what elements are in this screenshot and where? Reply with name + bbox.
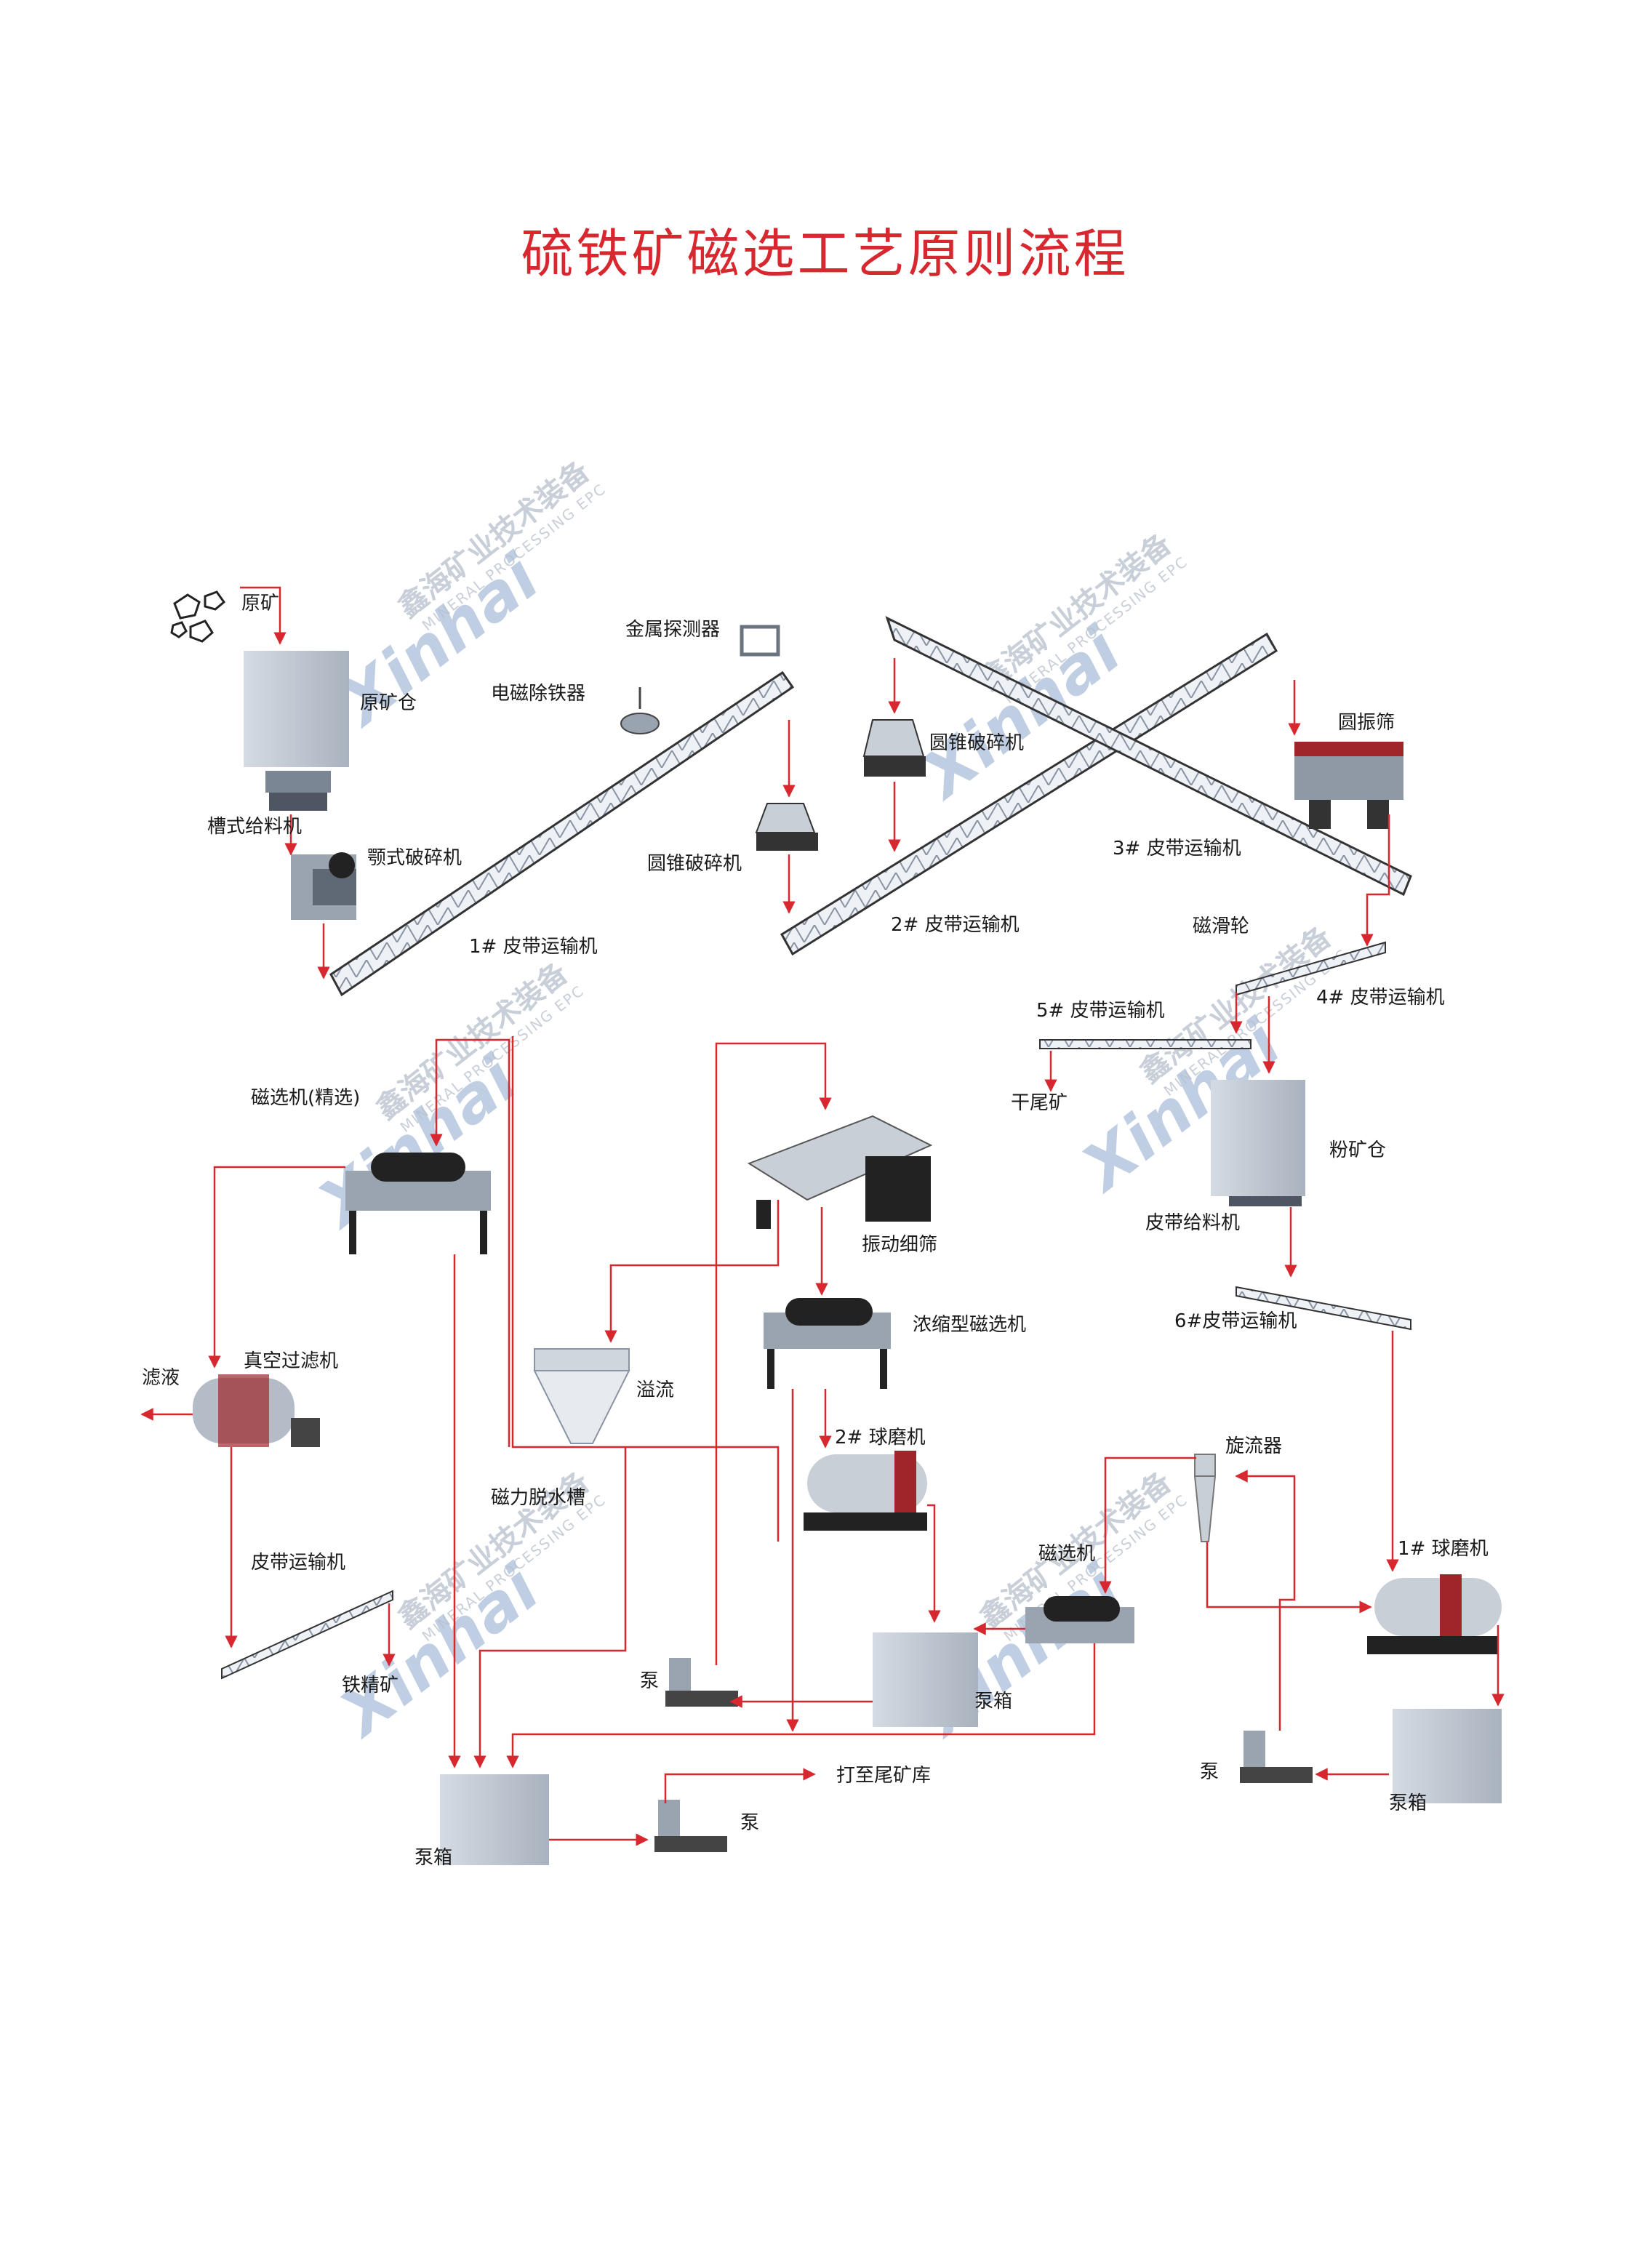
label-pump-b: 泵: [1200, 1761, 1219, 1783]
cyclone: [1193, 1454, 1217, 1542]
pump-a: [665, 1658, 738, 1707]
pump-box-a: [873, 1632, 978, 1727]
cone-crusher-2: [862, 719, 926, 777]
conveyor-1: [329, 670, 795, 997]
label-magnetic-pulley: 磁滑轮: [1193, 915, 1249, 937]
vibrating-fine-screen: [747, 1115, 933, 1229]
flow-lines: [140, 586, 1505, 1846]
label-belt-feeder: 皮带给料机: [1145, 1212, 1240, 1234]
label-pump-c: 泵: [740, 1812, 759, 1834]
label-electromagnetic-separator: 电磁除铁器: [491, 683, 585, 705]
label-cyclone: 旋流器: [1225, 1435, 1282, 1457]
label-pump-box-a: 泵箱: [974, 1691, 1012, 1712]
label-metal-detector: 金属探测器: [625, 619, 720, 641]
label-dry-tailings: 干尾矿: [1011, 1092, 1068, 1114]
label-thickening-magnetic-separator: 浓缩型磁选机: [913, 1314, 1026, 1336]
label-conveyor-3: 3# 皮带运输机: [1113, 838, 1241, 859]
label-magnetic-dewatering-tank: 磁力脱水槽: [491, 1487, 585, 1509]
label-powder-bin: 粉矿仓: [1329, 1139, 1386, 1161]
thickening-magnetic-separator: [764, 1298, 891, 1389]
label-conveyor-2: 2# 皮带运输机: [891, 914, 1020, 936]
label-filtrate: 滤液: [142, 1367, 180, 1389]
conveyor-6: [1236, 1286, 1411, 1331]
label-conveyor-4: 4# 皮带运输机: [1316, 987, 1445, 1009]
label-conveyor-6: 6#皮带运输机: [1174, 1310, 1297, 1332]
watermark-1: Xinhai 鑫海矿业技术装备 MINERAL PROCESSING EPC: [324, 454, 609, 742]
label-ball-mill-2: 2# 球磨机: [835, 1427, 926, 1448]
label-magnetic-separator-cleaning: 磁选机(精选): [251, 1087, 360, 1109]
powder-bin: [1211, 1080, 1305, 1196]
pump-box-c: [440, 1774, 549, 1865]
magnetic-separator: [1025, 1596, 1134, 1643]
magnetic-dewatering-tank: [533, 1348, 630, 1444]
ball-mill-1: [1367, 1574, 1502, 1654]
pump-b: [1240, 1731, 1313, 1783]
label-jaw-crusher: 颚式破碎机: [367, 847, 462, 869]
conveyor-iron: [221, 1590, 393, 1680]
raw-bin: [244, 651, 349, 767]
ball-mill-2: [804, 1451, 927, 1531]
page-title: 硫铁矿磁选工艺原则流程: [521, 223, 1129, 284]
conveyor-5: [1039, 1039, 1251, 1049]
pump-box-b: [1393, 1709, 1502, 1803]
conveyor-4: [1236, 941, 1386, 996]
label-raw-bin: 原矿仓: [360, 692, 417, 714]
jaw-crusher: [291, 852, 356, 920]
pump-c: [654, 1800, 727, 1852]
label-circular-screen: 圆振筛: [1338, 712, 1395, 734]
label-pump-box-c: 泵箱: [414, 1847, 452, 1869]
label-cone-crusher-2: 圆锥破碎机: [929, 732, 1024, 754]
label-pump-box-b: 泵箱: [1389, 1792, 1427, 1814]
label-magnetic-separator: 磁选机: [1038, 1543, 1095, 1565]
label-to-tailings-pond: 打至尾矿库: [836, 1765, 931, 1787]
label-raw-ore: 原矿: [241, 593, 279, 614]
label-conveyor-1: 1# 皮带运输机: [469, 936, 598, 958]
belt-feeder: [1229, 1196, 1302, 1206]
magnetic-separator-cleaning: [345, 1153, 491, 1254]
vacuum-filter: [193, 1374, 320, 1447]
label-ball-mill-1: 1# 球磨机: [1398, 1538, 1489, 1560]
label-iron-concentrate: 铁精矿: [342, 1675, 399, 1696]
trough-feeder: [265, 771, 331, 811]
label-trough-feeder: 槽式给料机: [207, 816, 302, 838]
label-cone-crusher-1: 圆锥破碎机: [647, 853, 742, 875]
electromagnetic-separator: [620, 687, 660, 734]
cone-crusher-1: [755, 803, 818, 851]
label-overflow: 溢流: [636, 1379, 674, 1401]
conveyor-3: [885, 616, 1412, 897]
label-vacuum-filter: 真空过滤机: [244, 1350, 338, 1372]
circular-screen: [1294, 742, 1403, 829]
label-vibrating-fine-screen: 振动细筛: [862, 1234, 937, 1256]
label-belt-conveyor: 皮带运输机: [251, 1552, 345, 1574]
label-conveyor-5: 5# 皮带运输机: [1036, 1000, 1165, 1022]
label-pump-a: 泵: [640, 1670, 659, 1692]
raw-ore-icon: [170, 590, 226, 643]
metal-detector: [740, 625, 780, 657]
